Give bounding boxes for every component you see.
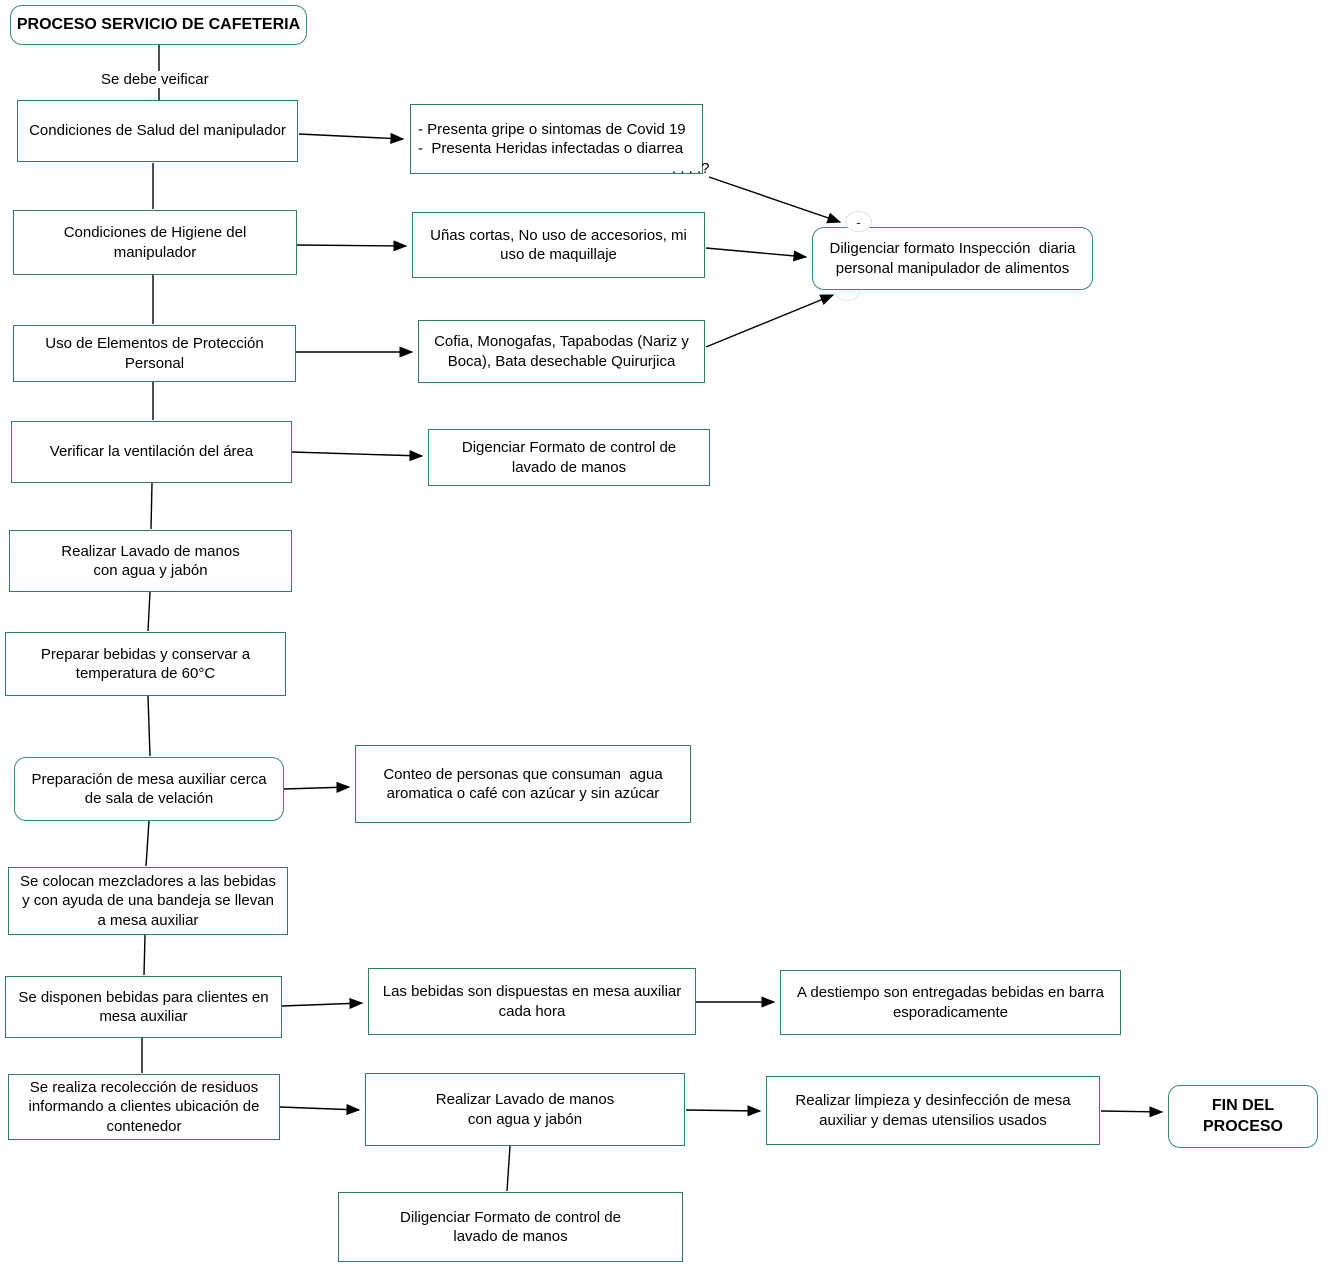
- node-process-title: PROCESO SERVICIO DE CAFETERIA: [10, 5, 307, 45]
- node-condiciones-salud: Condiciones de Salud del manipulador: [17, 100, 298, 162]
- edge-label-question: . . . .?: [672, 160, 710, 177]
- node-lavado-manos-2: Realizar Lavado de manos con agua y jabó…: [365, 1073, 685, 1146]
- node-preparar-bebidas: Preparar bebidas y conservar a temperatu…: [5, 632, 286, 696]
- node-unas-cortas: Uñas cortas, No uso de accesorios, mi us…: [412, 212, 705, 278]
- edge-label-se-debe-verificar: Se debe veificar: [101, 71, 209, 88]
- node-destiempo-barra: A destiempo son entregadas bebidas en ba…: [780, 970, 1121, 1035]
- node-fin-proceso: FIN DEL PROCESO: [1168, 1085, 1318, 1148]
- node-limpieza-desinfeccion: Realizar limpieza y desinfección de mesa…: [766, 1076, 1100, 1145]
- node-bebidas-dispuestas: Las bebidas son dispuestas en mesa auxil…: [368, 968, 696, 1035]
- node-recoleccion-residuos: Se realiza recolección de residuos infor…: [8, 1074, 280, 1140]
- node-preparacion-mesa-auxiliar: Preparación de mesa auxiliar cerca de sa…: [14, 757, 284, 821]
- node-lavado-manos-1: Realizar Lavado de manos con agua y jabó…: [9, 530, 292, 592]
- connection-point-dash-badge: -: [845, 211, 872, 232]
- node-elementos-proteccion: Uso de Elementos de Protección Personal: [13, 325, 296, 382]
- node-mezcladores-bandeja: Se colocan mezcladores a las bebidas y c…: [8, 867, 288, 935]
- node-conteo-personas: Conteo de personas que consuman agua aro…: [355, 745, 691, 823]
- node-diligenciar-inspeccion: Diligenciar formato Inspección diaria pe…: [812, 227, 1093, 290]
- node-cofia-monogafas: Cofia, Monogafas, Tapabodas (Nariz y Boc…: [418, 320, 705, 383]
- node-disponen-bebidas: Se disponen bebidas para clientes en mes…: [5, 976, 282, 1038]
- node-condiciones-higiene: Condiciones de Higiene del manipulador: [13, 210, 297, 275]
- node-digenciar-control-lavado: Digenciar Formato de control de lavado d…: [428, 429, 710, 486]
- node-verificar-ventilacion: Verificar la ventilación del área: [11, 421, 292, 483]
- node-presenta-gripe: - Presenta gripe o sintomas de Covid 19 …: [410, 104, 703, 174]
- node-diligenciar-control-lavado-2: Diligenciar Formato de control de lavado…: [338, 1192, 683, 1262]
